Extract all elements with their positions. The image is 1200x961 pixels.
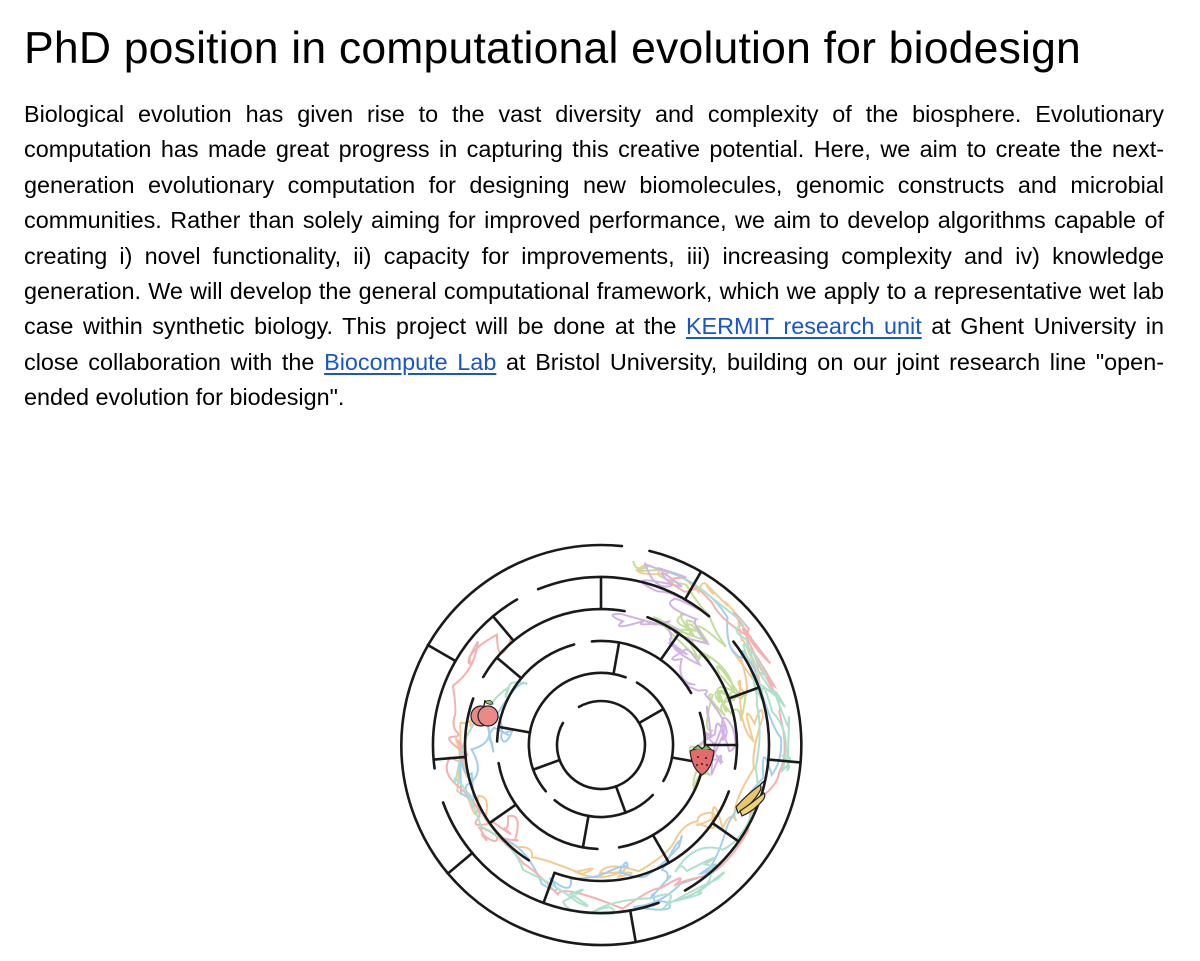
description-paragraph: Biological evolution has given rise to t… [24, 97, 1164, 416]
page-title: PhD position in computational evolution … [24, 24, 1082, 73]
banana-icon [735, 780, 766, 817]
maze-svg [400, 543, 803, 947]
paragraph-text-1: Biological evolution has given rise to t… [24, 101, 1164, 340]
maze-walls [400, 543, 803, 947]
paragraph-text-2: at Ghent University in close collaborati… [24, 313, 1164, 375]
strawberry-icon [689, 744, 715, 776]
paragraph-text-3: at Bristol University, building on our j… [24, 348, 1164, 411]
page-content: PhD position in computational evolution … [24, 18, 1164, 416]
maze-illustration [388, 535, 814, 955]
kermit-research-unit-link[interactable]: KERMIT research unit [685, 313, 922, 340]
apple-icon [470, 699, 499, 727]
biocompute-lab-link[interactable]: Biocompute Lab [324, 348, 497, 375]
